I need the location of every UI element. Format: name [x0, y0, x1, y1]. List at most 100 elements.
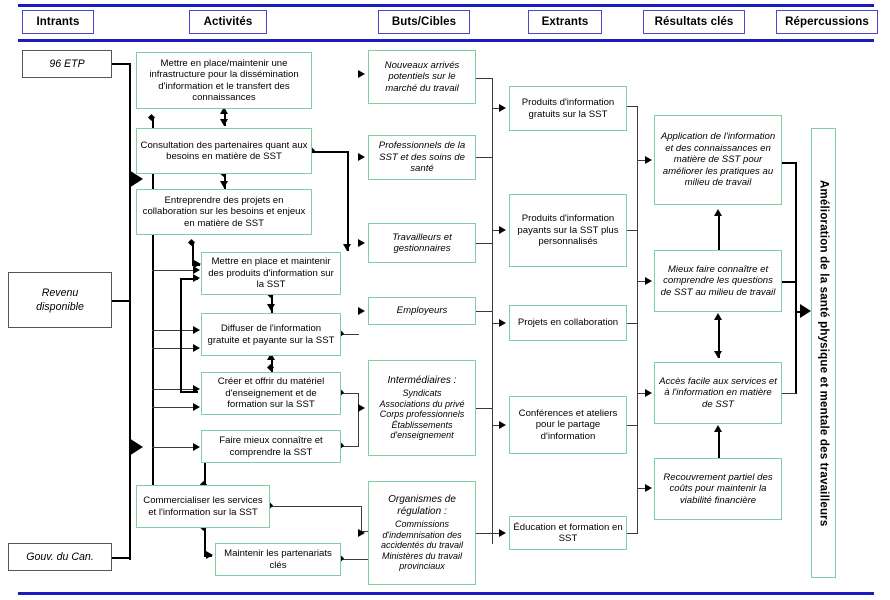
node-label: Intermédiaires : [387, 375, 457, 387]
node-sublabel: Commissions d'indemnisation des accident… [380, 519, 464, 572]
connector-bus-resultat-1 [637, 281, 647, 283]
connector-goal-1-out [476, 157, 493, 159]
connector-goal-4-out [476, 408, 493, 410]
connector-goal-3-out [476, 311, 493, 313]
connector-commercialiser-up [204, 463, 206, 485]
connector-commercialiser-down [204, 528, 206, 556]
node-label: Amélioration de la santé physique et men… [817, 179, 830, 527]
arrow-right [193, 344, 200, 352]
node-label: 96 ETP [49, 58, 85, 70]
node-label: Mettre en place et maintenir des produit… [208, 256, 334, 291]
connector-extrant-1-out [627, 230, 638, 232]
column-header-repercussions: Répercussions [776, 10, 878, 34]
connector-intrant-revenu [112, 300, 130, 302]
node-cible-travailleurs-gestionnaires: Travailleurs et gestionnaires [368, 223, 476, 263]
arrow-into-conferences [499, 421, 506, 429]
header-rule-bottom [18, 39, 874, 42]
node-activite-infrastructure: Mettre en place/maintenir une infrastruc… [136, 52, 312, 109]
arrow-into-recouvrement [645, 484, 652, 492]
node-label: Produits d'information payants sur la SS… [517, 213, 619, 248]
node-extrant-produits-payants: Produits d'information payants sur la SS… [509, 194, 627, 267]
node-resultat-application-information: Application de l'information et des conn… [654, 115, 782, 205]
column-header-buts-cibles: Buts/Cibles [378, 10, 470, 34]
arrow-down [267, 304, 275, 311]
arrow-up [714, 425, 722, 432]
node-sublabel: Syndicats Associations du privé Corps pr… [379, 388, 465, 441]
arrow-right [206, 551, 213, 559]
column-header-resultats-cles: Résultats clés [643, 10, 745, 34]
node-label: Faire mieux connaître et comprendre la S… [219, 435, 323, 458]
node-label: Consultation des partenaires quant aux b… [140, 139, 308, 162]
connector-bus-extrant-2 [492, 323, 502, 325]
column-header-intrants: Intrants [22, 10, 94, 34]
node-cible-nouveaux-arrives: Nouveaux arrivés potentiels sur le march… [368, 50, 476, 104]
arrow-down [220, 181, 228, 188]
node-label: Commercialiser les services et l'informa… [143, 495, 263, 518]
connector-bus-resultat-2 [637, 393, 647, 395]
node-label: Produits d'information gratuits sur la S… [521, 97, 615, 120]
arrow-into-projets [499, 319, 506, 327]
arrow-down [343, 244, 351, 251]
connector-spine-creer-2 [152, 407, 197, 409]
connector-riser-produits [180, 278, 198, 280]
connector-spine-diffuser-2 [152, 348, 197, 350]
node-label: Recouvrement partiel des coûts pour main… [663, 471, 773, 506]
connector-extrant-2-out [627, 323, 638, 325]
connector-activites-spine [152, 118, 154, 490]
connector-consultation-down [347, 151, 349, 251]
node-label: Créer et offrir du matériel d'enseigneme… [217, 376, 325, 411]
node-label: Gouv. du Can. [26, 551, 94, 563]
connector-inner-riser [180, 278, 182, 392]
connector-infra-consultation [224, 110, 226, 126]
column-header-extrants: Extrants [528, 10, 602, 34]
node-cible-professionnels-sst: Professionnels de la SST et des soins de… [368, 135, 476, 180]
connector-commercialiser-out [270, 506, 362, 508]
node-cible-organismes-regulation: Organismes de régulation : Commissions d… [368, 481, 476, 585]
node-intrant-96-etp: 96 ETP [22, 50, 112, 78]
node-resultat-acces-facile: Accès facile aux services et à l'informa… [654, 362, 782, 424]
column-header-activites: Activités [189, 10, 267, 34]
arrow-up [220, 107, 228, 114]
node-label: Entreprendre des projets en collaboratio… [142, 194, 306, 229]
junction-dot [147, 113, 156, 122]
node-label: Éducation et formation en SST [513, 521, 623, 544]
connector-recouvrement-to-acces [718, 428, 720, 458]
arrow-intrants-to-activites-bottom [129, 438, 143, 456]
node-cible-employeurs: Employeurs [368, 297, 476, 325]
node-label: Mieux faire connaître et comprendre les … [660, 263, 776, 298]
arrow-into-employeurs [358, 307, 365, 315]
node-activite-diffuser-information: Diffuser de l'information gratuite et pa… [201, 313, 341, 356]
connector-creer-down [358, 393, 360, 447]
connector-extrant-4-out [627, 533, 638, 535]
arrow-into-organismes [358, 529, 365, 537]
arrow-right [193, 274, 200, 282]
connector-resultat-2-out [782, 393, 796, 395]
node-activite-consultation-partenaires: Consultation des partenaires quant aux b… [136, 128, 312, 174]
arrow-right [193, 266, 200, 274]
node-label: Maintenir les partenariats clés [224, 548, 332, 571]
arrow-into-travailleurs [358, 239, 365, 247]
connector-bus-extrant-1 [492, 230, 502, 232]
connector-extrant-0-out [627, 106, 638, 108]
footer-rule [18, 592, 874, 595]
arrow-into-professionnels [358, 153, 365, 161]
junction-dot [187, 238, 196, 247]
connector-intrant-gouv [112, 557, 130, 559]
arrow-right [193, 385, 200, 393]
node-repercussion-amelioration-sante: Amélioration de la santé physique et men… [811, 128, 836, 578]
node-resultat-mieux-faire-connaitre: Mieux faire connaître et comprendre les … [654, 250, 782, 312]
arrow-into-intermediaires [358, 404, 365, 412]
connector-spine-diffuser [152, 330, 197, 332]
arrow-into-produits-gratuits [499, 104, 506, 112]
connector-extrants-bus [637, 106, 639, 533]
connector-goal-0-out [476, 78, 493, 80]
connector-partenariats-out [341, 559, 381, 561]
arrow-into-education [499, 529, 506, 537]
node-activite-commercialiser: Commercialiser les services et l'informa… [136, 485, 270, 528]
node-activite-projets-collaboration: Entreprendre des projets en collaboratio… [136, 189, 312, 235]
node-resultat-recouvrement-couts: Recouvrement partiel des coûts pour main… [654, 458, 782, 520]
connector-intrant-bus [129, 63, 131, 560]
arrow-into-acces-facile [645, 389, 652, 397]
connector-commercialiser-riser [361, 506, 363, 532]
